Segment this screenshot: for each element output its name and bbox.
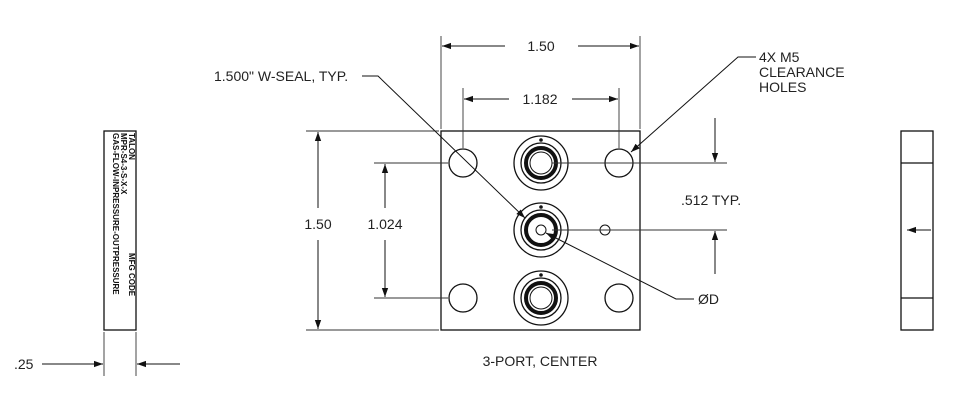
thickness-dimension: .25 (14, 332, 180, 376)
clearance-label-line2: CLEARANCE (759, 64, 845, 80)
thickness-label: .25 (14, 356, 34, 372)
clearance-label-line3: HOLES (759, 79, 806, 95)
block-outline (440, 130, 641, 331)
left-side-view: TALON MPR-S4-3-S-X-X GAS-FLOW-INPRESSURE… (103, 130, 137, 331)
clearance-label-line1: 4X M5 (759, 49, 800, 65)
right-side-view (900, 130, 934, 331)
side-marking-mfg-code: MFG CODE (127, 253, 136, 297)
overall-width-label: 1.50 (527, 38, 554, 54)
side-marking-part-number: MPR-S4-3-S-X-X (119, 133, 128, 195)
left-side-body (103, 130, 137, 331)
side-marking-flow-text: GAS-FLOW-INPRESSURE-OUTPRESSURE (111, 133, 120, 295)
clearance-callout: 4X M5 CLEARANCE HOLES (630, 49, 845, 153)
overall-width-dimension: 1.50 (440, 36, 641, 129)
w-seal-callout: 1.500" W-SEAL, TYP. (214, 68, 526, 219)
hole-spacing-y-label: 1.024 (367, 216, 402, 232)
front-view (440, 130, 641, 331)
clearance-hole-bottom-right (604, 283, 634, 313)
side-marking-brand: TALON (127, 133, 136, 160)
overall-height-label: 1.50 (304, 216, 331, 232)
port-bottom (513, 270, 569, 326)
diameter-label: ØD (698, 291, 719, 307)
port-pitch-dimension: .512 TYP. (552, 118, 741, 274)
port-pitch-label: .512 TYP. (681, 192, 741, 208)
clearance-hole-top-left (448, 148, 478, 178)
hole-spacing-y-dimension: 1.024 (367, 162, 448, 299)
w-seal-label: 1.500" W-SEAL, TYP. (214, 68, 348, 84)
hole-spacing-x-dimension: 1.182 (462, 88, 620, 148)
diameter-callout: ØD (545, 232, 719, 307)
hole-spacing-x-label: 1.182 (522, 91, 557, 107)
clearance-hole-bottom-left (448, 283, 478, 313)
view-label: 3-PORT, CENTER (483, 353, 598, 369)
right-side-body (900, 130, 934, 331)
overall-height-dimension: 1.50 (304, 130, 439, 331)
side-marking: TALON MPR-S4-3-S-X-X GAS-FLOW-INPRESSURE… (111, 133, 136, 297)
